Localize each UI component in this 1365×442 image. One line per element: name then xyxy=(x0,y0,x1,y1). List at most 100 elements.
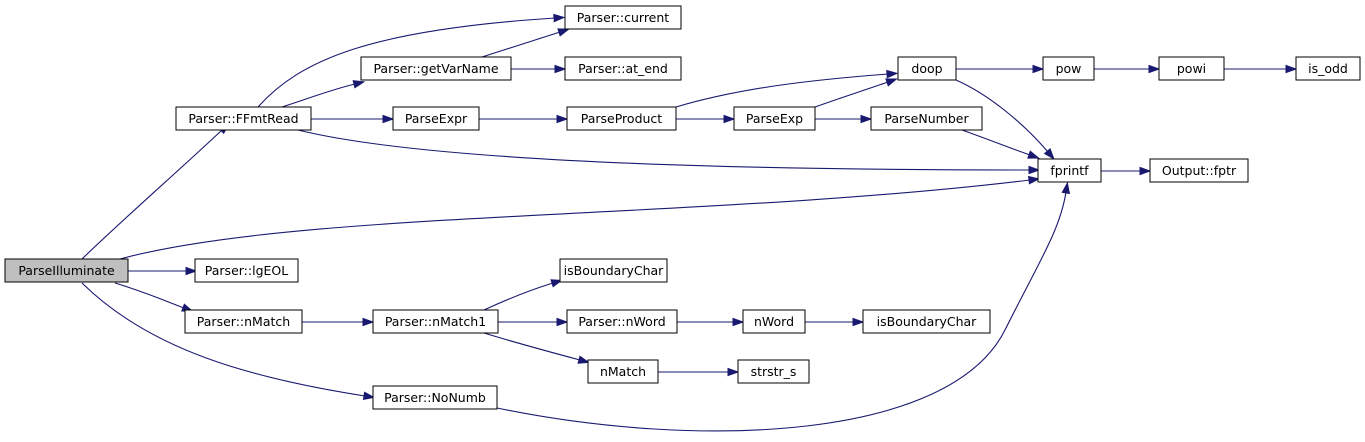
node-doop[interactable]: doop xyxy=(897,56,957,81)
node-label: strstr_s xyxy=(751,364,797,379)
node-nWord[interactable]: nWord xyxy=(742,309,806,334)
node-strstr_s[interactable]: strstr_s xyxy=(737,359,810,384)
node-label: is_odd xyxy=(1308,61,1348,76)
node-isBoundaryChar1[interactable]: isBoundaryChar xyxy=(559,258,668,283)
edge-line xyxy=(281,83,356,108)
node-lgEOL[interactable]: Parser::lgEOL xyxy=(194,258,299,283)
node-label: doop xyxy=(911,61,942,76)
node-nMatch_free[interactable]: nMatch xyxy=(587,359,659,384)
node-label: Parser::FFmtRead xyxy=(188,111,298,126)
node-ParseIlluminate[interactable]: ParseIlluminate xyxy=(4,258,129,283)
node-box xyxy=(587,359,659,384)
edge-ParseIlluminate-to-lgEOL xyxy=(128,266,198,276)
node-label: isBoundaryChar xyxy=(877,314,977,329)
node-label: Parser::lgEOL xyxy=(205,263,288,278)
edge-line xyxy=(257,17,556,108)
node-label: Parser::nMatch1 xyxy=(385,314,486,329)
edge-ParseProduct-to-ParseExp xyxy=(676,114,736,124)
node-fprintf[interactable]: fprintf xyxy=(1037,158,1102,183)
edge-ParseIlluminate-to-nMatch xyxy=(114,282,194,312)
node-ParseExpr[interactable]: ParseExpr xyxy=(392,106,480,131)
node-isBoundaryChar2[interactable]: isBoundaryChar xyxy=(862,309,991,334)
edge-line xyxy=(814,81,889,108)
edge-doop-to-pow xyxy=(956,64,1045,74)
edge-ParseNumber-to-fprintf xyxy=(961,129,1040,159)
node-label: ParseNumber xyxy=(884,111,969,126)
node-box xyxy=(360,56,512,81)
node-label: ParseProduct xyxy=(581,111,663,126)
edge-nMatch_free-to-strstr_s xyxy=(658,367,740,377)
arrow-head-icon xyxy=(553,13,566,23)
edges-layer xyxy=(81,13,1298,432)
arrow-head-icon xyxy=(723,114,736,124)
arrow-head-icon xyxy=(185,266,198,276)
edge-NoNumb-to-fprintf xyxy=(496,181,1071,432)
node-nMatch1[interactable]: Parser::nMatch1 xyxy=(372,309,499,334)
edge-fprintf-to-fptr xyxy=(1101,166,1152,176)
node-label: nWord xyxy=(754,314,794,329)
node-box xyxy=(372,309,499,334)
node-nWord_parser[interactable]: Parser::nWord xyxy=(566,309,678,334)
node-box xyxy=(4,258,129,283)
node-ParseNumber[interactable]: ParseNumber xyxy=(870,106,983,131)
nodes-layer: ParseIlluminate Parser::FFmtReadParser::l… xyxy=(4,5,1361,410)
arrow-head-icon xyxy=(1043,148,1055,160)
node-box xyxy=(1042,56,1095,81)
node-box xyxy=(392,106,480,131)
node-box xyxy=(737,359,810,384)
edge-FFmtRead-to-current xyxy=(257,13,566,108)
arrow-head-icon xyxy=(885,78,898,87)
node-label: Parser::current xyxy=(577,10,670,25)
node-box xyxy=(566,309,678,334)
edge-nMatch1-to-nMatch_free xyxy=(483,332,591,364)
arrow-head-icon xyxy=(556,317,569,327)
edge-line xyxy=(297,129,1031,171)
node-nMatch[interactable]: Parser::nMatch xyxy=(184,309,303,334)
node-is_odd[interactable]: is_odd xyxy=(1295,56,1361,81)
edge-nWord-to-isBoundaryChar2 xyxy=(805,317,865,327)
node-NoNumb[interactable]: Parser::NoNumb xyxy=(372,385,498,410)
arrow-head-icon xyxy=(886,69,899,79)
edge-line xyxy=(81,282,366,397)
node-powi[interactable]: powi xyxy=(1158,56,1225,81)
arrow-head-icon xyxy=(732,317,745,327)
edge-line xyxy=(675,73,889,108)
edge-nMatch-to-nMatch1 xyxy=(302,317,375,327)
node-label: ParseExpr xyxy=(405,111,468,126)
node-getVarName[interactable]: Parser::getVarName xyxy=(360,56,512,81)
node-box xyxy=(559,258,668,283)
edge-line xyxy=(955,79,1049,153)
arrow-head-icon xyxy=(557,28,570,37)
node-box xyxy=(184,309,303,334)
node-box xyxy=(194,258,299,283)
node-box xyxy=(870,106,983,131)
node-box xyxy=(564,5,682,30)
node-current[interactable]: Parser::current xyxy=(564,5,682,30)
node-ParseProduct[interactable]: ParseProduct xyxy=(566,106,677,131)
edge-ParseIlluminate-to-NoNumb xyxy=(81,282,376,401)
node-box xyxy=(566,106,677,131)
node-FFmtRead[interactable]: Parser::FFmtRead xyxy=(175,106,312,131)
node-pow[interactable]: pow xyxy=(1042,56,1095,81)
node-fptr[interactable]: Output::fptr xyxy=(1149,158,1249,183)
node-label: Parser::getVarName xyxy=(373,61,498,76)
arrow-head-icon xyxy=(577,355,591,364)
edge-nMatch1-to-nWord_parser xyxy=(498,317,569,327)
node-box xyxy=(1149,158,1249,183)
node-ParseExp[interactable]: ParseExp xyxy=(733,106,816,131)
node-box xyxy=(742,309,806,334)
arrow-head-icon xyxy=(382,114,395,124)
arrow-head-icon xyxy=(362,317,375,327)
node-label: Parser::at_end xyxy=(578,61,668,76)
arrow-head-icon xyxy=(556,114,569,124)
edge-FFmtRead-to-getVarName xyxy=(281,80,366,108)
edge-ParseIlluminate-to-fprintf xyxy=(119,175,1041,260)
edge-line xyxy=(81,129,223,260)
node-at_end[interactable]: Parser::at_end xyxy=(564,56,682,81)
node-label: ParseExp xyxy=(746,111,803,126)
edge-pow-to-powi xyxy=(1094,64,1161,74)
node-box xyxy=(372,385,498,410)
edge-nMatch1-to-isBoundaryChar1 xyxy=(483,279,564,311)
edge-FFmtRead-to-ParseExpr xyxy=(311,114,395,124)
